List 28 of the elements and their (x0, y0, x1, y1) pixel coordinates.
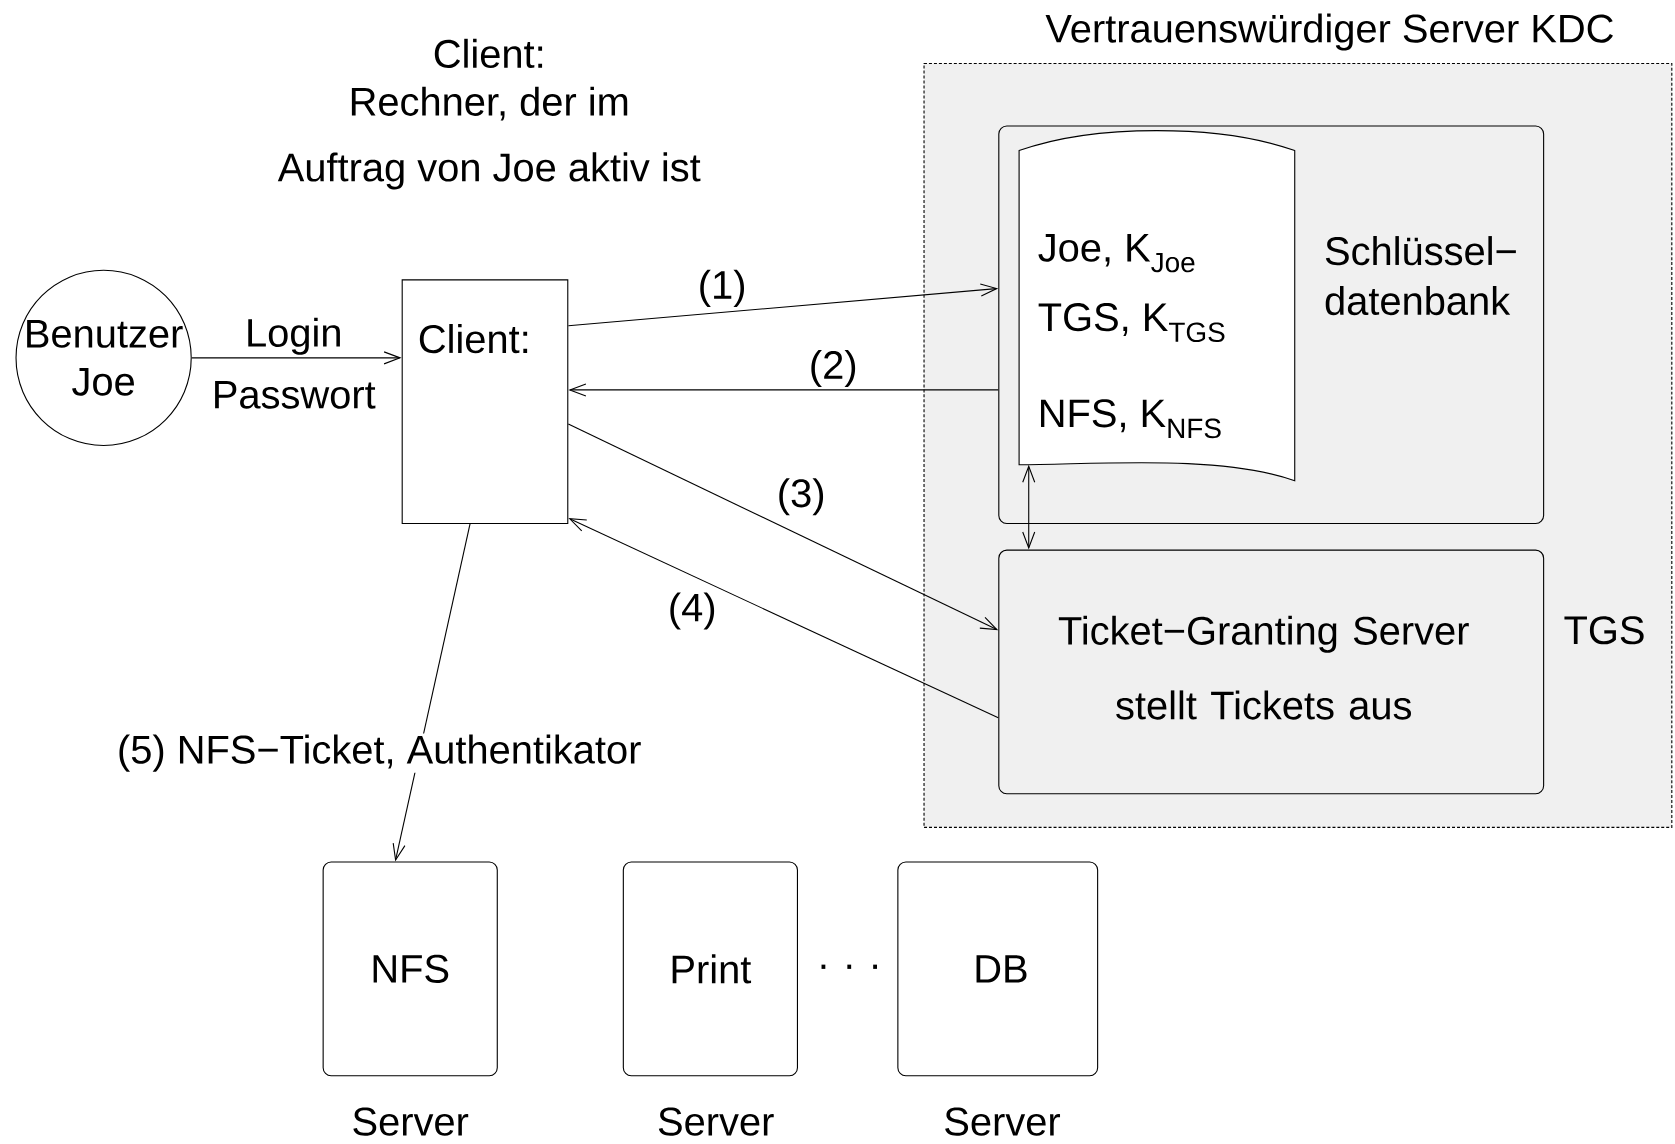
edge-label: (3) (775, 477, 827, 517)
edge-label: (4) (666, 591, 718, 631)
server-box: Ticket−Granting Server stellt Tickets aus (998, 549, 1545, 795)
edge-label: (2) (807, 348, 859, 389)
server-box: DB (897, 861, 1099, 1077)
edge-label: Login Passwort (215, 317, 376, 409)
zone-heading: Vertrauenswürdiger Server KDC (1045, 13, 1613, 51)
database-cylinder: Joe, K$_{Joe}$ TGS, K$_{TGS}$ NFS, K$_{NFS}$ (1018, 130, 1296, 482)
client-heading: Rechner, der im (351, 86, 628, 121)
arrow (567, 283, 999, 327)
client-heading: Client: (434, 38, 543, 68)
arrow (1022, 464, 1036, 550)
arrow (191, 351, 402, 365)
arrow (568, 383, 999, 397)
client-box: Client: (401, 279, 569, 524)
server-box: NFS (322, 861, 498, 1077)
server-label: TGS (1564, 616, 1644, 645)
server-caption: Server (658, 1107, 774, 1136)
arrow (568, 518, 999, 719)
edge-label: (5) NFS−Ticket, Authentikator (116, 733, 643, 773)
arrow (567, 423, 999, 631)
server-caption: Server (945, 1107, 1061, 1136)
server-caption: Server (353, 1107, 469, 1136)
ellipsis-label: . . . (821, 964, 877, 969)
server-box: Print (622, 861, 798, 1077)
arrow (392, 523, 471, 862)
edge-label: (1) (696, 268, 748, 308)
client-heading: Auftrag von Joe aktiv ist (277, 152, 701, 190)
